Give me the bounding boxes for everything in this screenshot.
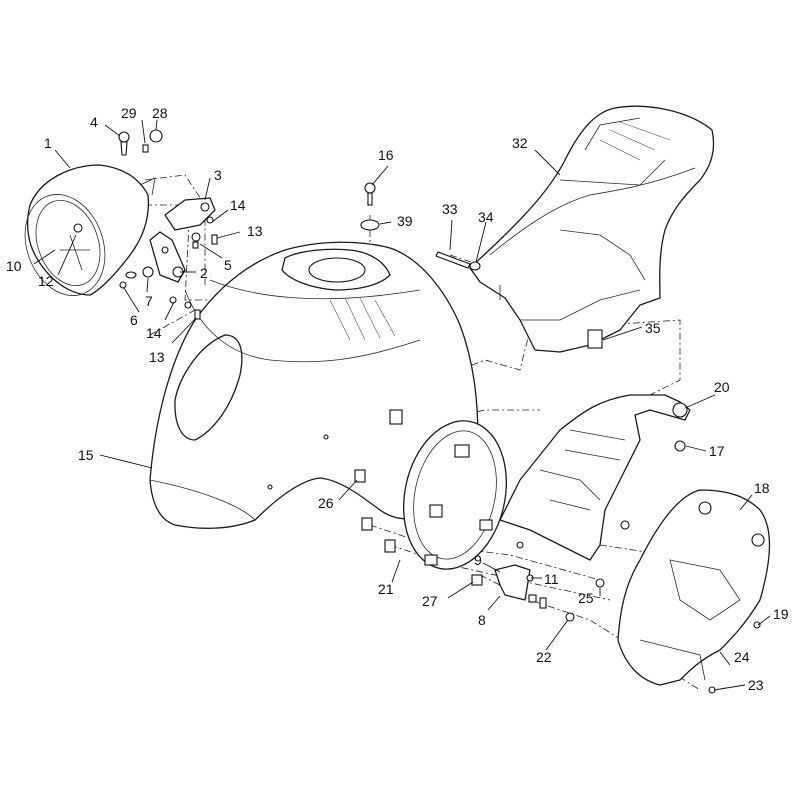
callout-12: 12 xyxy=(38,273,54,289)
callout-18: 18 xyxy=(754,480,770,496)
small-bracket-part xyxy=(471,520,630,622)
callout-5: 5 xyxy=(224,257,232,273)
callout-29: 29 xyxy=(121,105,137,121)
callout-2: 2 xyxy=(200,265,208,281)
callout-labels: 1 2 3 4 5 6 7 8 9 10 11 12 13 13 14 14 1… xyxy=(6,105,789,693)
callout-39: 39 xyxy=(397,213,413,229)
callout-20: 20 xyxy=(714,379,730,395)
callout-33: 33 xyxy=(442,201,458,217)
callout-23: 23 xyxy=(748,677,764,693)
callout-15: 15 xyxy=(78,447,94,463)
callout-10: 10 xyxy=(6,258,22,274)
callout-21: 21 xyxy=(378,581,394,597)
callout-14-top: 14 xyxy=(230,197,246,213)
callout-35: 35 xyxy=(645,320,661,336)
callout-19: 19 xyxy=(773,606,789,622)
callout-13-top: 13 xyxy=(247,223,263,239)
callout-14-bottom: 14 xyxy=(146,325,162,341)
headlight-shell-part xyxy=(24,164,156,296)
callout-26: 26 xyxy=(318,495,334,511)
headlight-brackets xyxy=(119,197,216,289)
callout-8: 8 xyxy=(478,612,486,628)
lower-cover-part xyxy=(617,489,771,694)
callout-22: 22 xyxy=(536,649,552,665)
callout-17: 17 xyxy=(709,443,725,459)
callout-6: 6 xyxy=(130,312,138,328)
callout-9: 9 xyxy=(474,552,482,568)
callout-13-bottom: 13 xyxy=(149,349,165,365)
callout-27: 27 xyxy=(422,593,438,609)
headlight-ring-part xyxy=(403,420,507,570)
callout-32: 32 xyxy=(512,135,528,151)
callout-16: 16 xyxy=(378,147,394,163)
callout-7: 7 xyxy=(145,293,153,309)
rear-mudguard-part xyxy=(469,105,715,353)
callout-3: 3 xyxy=(214,167,222,183)
callout-24: 24 xyxy=(734,649,750,665)
clips xyxy=(354,469,396,553)
callout-4: 4 xyxy=(90,114,98,130)
callout-25: 25 xyxy=(578,590,594,606)
callout-1: 1 xyxy=(44,135,52,151)
bolt-and-washer xyxy=(435,251,481,271)
callout-28: 28 xyxy=(152,105,168,121)
callout-34: 34 xyxy=(478,209,494,225)
front-mudguard-part xyxy=(149,241,479,529)
fasteners-top xyxy=(118,129,380,320)
callout-11: 11 xyxy=(544,571,559,587)
leader-lines xyxy=(33,119,771,691)
support-bracket-part xyxy=(499,394,691,561)
